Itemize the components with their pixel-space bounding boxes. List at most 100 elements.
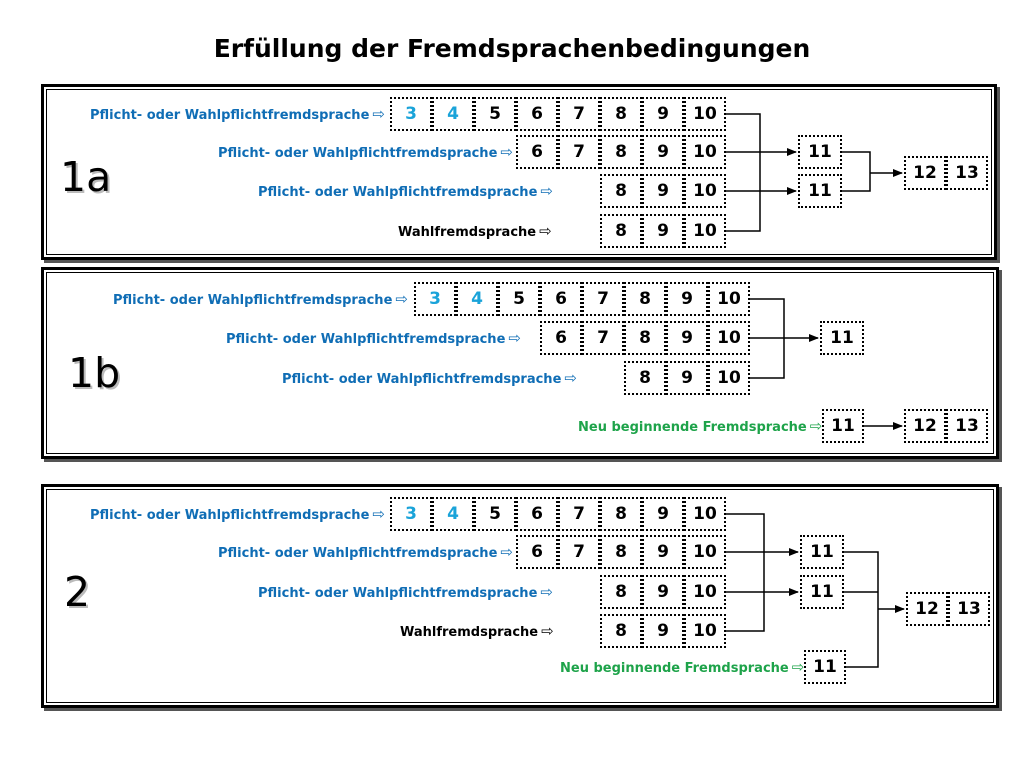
- grade-box: 5: [474, 97, 516, 131]
- grade-box: 10: [684, 174, 726, 208]
- grade-box-final: 13: [948, 592, 990, 626]
- grade-box: 9: [642, 575, 684, 609]
- grade-box: 10: [684, 135, 726, 169]
- arrow-right-icon: ⇨: [395, 290, 408, 308]
- arrow-right-icon: ⇨: [540, 182, 553, 200]
- grade-box: 10: [684, 97, 726, 131]
- arrow-right-icon: ⇨: [809, 417, 823, 435]
- grade-box: 8: [600, 174, 642, 208]
- grade-box: 7: [558, 497, 600, 531]
- grade-box: 6: [516, 497, 558, 531]
- grade-box: 6: [516, 535, 558, 569]
- panel-label-2: 2: [64, 568, 91, 616]
- row-label: Pflicht- oder Wahlpflichtfremdsprache⇨: [90, 505, 385, 523]
- row-label: Pflicht- oder Wahlpflichtfremdsprache⇨: [218, 143, 513, 161]
- grade-box: 6: [540, 282, 582, 316]
- grade-box: 9: [642, 97, 684, 131]
- panel-frame: [46, 89, 992, 255]
- row-label: Pflicht- oder Wahlpflichtfremdsprache⇨: [258, 182, 553, 200]
- arrow-right-icon: ⇨: [791, 658, 805, 676]
- grade-box: 9: [666, 321, 708, 355]
- grade-box: 8: [600, 214, 642, 248]
- grade-box-final: 12: [904, 156, 946, 190]
- grade-box: 9: [666, 282, 708, 316]
- grade-box: 8: [600, 135, 642, 169]
- grade-box: 3: [390, 97, 432, 131]
- grade-box: 6: [516, 135, 558, 169]
- grade-box: 7: [558, 535, 600, 569]
- grade-box-11: 11: [800, 535, 844, 569]
- grade-box: 10: [708, 282, 750, 316]
- grade-box: 7: [582, 282, 624, 316]
- grade-box: 10: [684, 214, 726, 248]
- grade-box-11: 11: [798, 174, 842, 208]
- arrow-right-icon: ⇨: [372, 505, 385, 523]
- grade-box: 8: [600, 614, 642, 648]
- grade-box-11: 11: [798, 135, 842, 169]
- grade-box: 10: [708, 361, 750, 395]
- row-label: Pflicht- oder Wahlpflichtfremdsprache⇨: [90, 105, 385, 123]
- page-title: Erfüllung der Fremdsprachenbedingungen: [213, 34, 811, 63]
- grade-box: 10: [684, 575, 726, 609]
- grade-box-final: 13: [946, 156, 988, 190]
- arrow-right-icon: ⇨: [540, 583, 553, 601]
- connector-line: [726, 113, 761, 232]
- grade-box: 8: [624, 361, 666, 395]
- panel-frame: [46, 489, 994, 703]
- row-label: Pflicht- oder Wahlpflichtfremdsprache⇨: [226, 329, 521, 347]
- grade-box: 8: [624, 282, 666, 316]
- grade-box: 10: [684, 614, 726, 648]
- grade-box-final: 12: [904, 409, 946, 443]
- row-label: Pflicht- oder Wahlpflichtfremdsprache⇨: [113, 290, 408, 308]
- arrow-right-icon: ⇨: [564, 369, 577, 387]
- grade-box: 9: [642, 174, 684, 208]
- arrow-right-icon: ⇨: [500, 143, 513, 161]
- grade-box-11: 11: [820, 321, 864, 355]
- arrow-right-icon: ⇨: [541, 622, 554, 640]
- row-label: Neu beginnende Fremdsprache⇨: [560, 658, 805, 676]
- grade-box: 8: [600, 535, 642, 569]
- panel-frame: [46, 272, 994, 454]
- connector-line: [842, 151, 871, 192]
- grade-box: 8: [624, 321, 666, 355]
- grade-box: 6: [540, 321, 582, 355]
- grade-box: 10: [684, 535, 726, 569]
- grade-box: 4: [432, 497, 474, 531]
- grade-box: 3: [390, 497, 432, 531]
- row-label: Pflicht- oder Wahlpflichtfremdsprache⇨: [282, 369, 577, 387]
- grade-box: 4: [456, 282, 498, 316]
- connector-line: [726, 513, 765, 632]
- grade-box: 3: [414, 282, 456, 316]
- grade-box: 5: [474, 497, 516, 531]
- row-label: Pflicht- oder Wahlpflichtfremdsprache⇨: [218, 543, 513, 561]
- grade-box: 5: [498, 282, 540, 316]
- grade-box: 9: [642, 497, 684, 531]
- arrow-right-icon: ⇨: [500, 543, 513, 561]
- grade-box: 6: [516, 97, 558, 131]
- row-label: Wahlfremdsprache⇨: [400, 622, 554, 640]
- grade-box: 9: [666, 361, 708, 395]
- grade-box: 9: [642, 535, 684, 569]
- row-label: Wahlfremdsprache⇨: [398, 222, 552, 240]
- panel-label-1b: 1b: [68, 349, 121, 397]
- grade-box: 10: [708, 321, 750, 355]
- grade-box: 8: [600, 497, 642, 531]
- grade-box-11: 11: [822, 409, 864, 443]
- grade-box-final: 12: [906, 592, 948, 626]
- grade-box: 9: [642, 214, 684, 248]
- grade-box-final: 13: [946, 409, 988, 443]
- grade-box: 7: [558, 135, 600, 169]
- grade-box: 7: [558, 97, 600, 131]
- grade-box: 9: [642, 614, 684, 648]
- panel-label-1a: 1a: [60, 153, 112, 201]
- grade-box: 4: [432, 97, 474, 131]
- arrow-right-icon: ⇨: [539, 222, 552, 240]
- grade-box: 8: [600, 575, 642, 609]
- grade-box-11: 11: [800, 575, 844, 609]
- grade-box: 9: [642, 135, 684, 169]
- grade-box-11: 11: [804, 650, 846, 684]
- row-label: Neu beginnende Fremdsprache⇨: [578, 417, 823, 435]
- row-label: Pflicht- oder Wahlpflichtfremdsprache⇨: [258, 583, 553, 601]
- grade-box: 10: [684, 497, 726, 531]
